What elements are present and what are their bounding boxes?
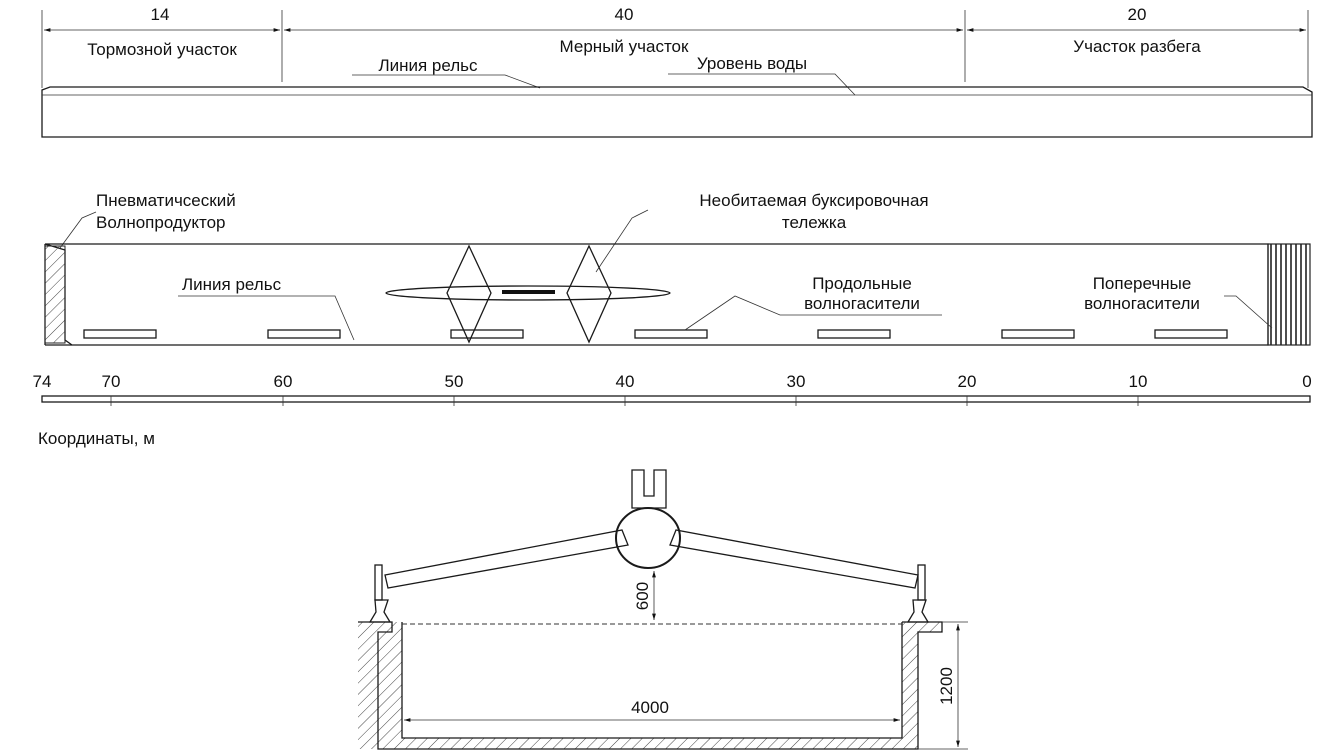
section-name-acceleration: Участок разбега: [1073, 37, 1201, 56]
scale-tick-label: 50: [445, 372, 464, 391]
scale-tick-label: 74: [33, 372, 52, 391]
width-dim-label: 4000: [631, 698, 669, 717]
scale-tick-label: 70: [102, 372, 121, 391]
scale-tick-label: 10: [1129, 372, 1148, 391]
scale-tick-label: 60: [274, 372, 293, 391]
basin-inner-contour: [401, 622, 903, 739]
section-name-measuring: Мерный участок: [560, 37, 689, 56]
wavemaker-label-line1: Пневматичсеский: [96, 191, 236, 210]
longitudinal-absorber: [817, 329, 891, 339]
section-length-acceleration: 20: [1128, 5, 1147, 24]
carriage-fork: [631, 469, 667, 509]
trans-absorbers-label-line2: волногасители: [1084, 294, 1200, 313]
long-absorbers-label-line2: волногасители: [804, 294, 920, 313]
top-view: 14 40 20 Тормозной участок Мерный участо…: [41, 5, 1313, 138]
scale-tick-label: 20: [958, 372, 977, 391]
rail-line-label-plan: Линия рельс: [182, 275, 282, 294]
water-level-label: Уровень воды: [697, 54, 807, 73]
trans-absorbers-label-line1: Поперечные: [1093, 274, 1192, 293]
scale-bar: [41, 395, 1311, 403]
towing-carriage: [385, 244, 671, 344]
plan-view: Пневматичсеский Волнопродуктор Необитаем…: [44, 191, 1311, 346]
right-wall-hatch: [902, 622, 942, 738]
left-wall-inner-hatch: [378, 622, 402, 738]
model-deck: [502, 290, 555, 294]
carriage-label-line1: Необитаемая буксировочная: [699, 191, 928, 210]
rail-line-label-top: Линия рельс: [378, 56, 478, 75]
right-rail-wheel: [906, 599, 930, 623]
long-absorbers-label-line1: Продольные: [812, 274, 912, 293]
coordinate-scale: 74 70 60 50 40 30 20 10 0 Координаты, м: [33, 372, 1312, 448]
cross-section: 600 4000 1200: [358, 469, 968, 750]
right-carriage-arm: [669, 529, 919, 589]
scale-tick-label: 0: [1302, 372, 1311, 391]
right-rail-post: [917, 564, 926, 601]
floor-hatch: [378, 738, 918, 749]
leader-line: [352, 74, 541, 89]
wavemaker-block: [44, 245, 66, 344]
scale-caption: Координаты, м: [38, 429, 155, 448]
towed-model-hull: [385, 285, 671, 301]
carriage-label-line2: тележка: [782, 213, 847, 232]
left-carriage-arm: [384, 529, 629, 589]
longitudinal-absorber: [1001, 329, 1075, 339]
wavemaker-label-line2: Волнопродуктор: [96, 213, 225, 232]
leader-line: [59, 211, 97, 249]
longitudinal-absorber: [1154, 329, 1228, 339]
leader-line: [178, 295, 355, 341]
longitudinal-absorber: [634, 329, 708, 339]
left-wall-hatch: [358, 622, 392, 749]
longitudinal-absorber: [450, 329, 524, 339]
basin-outer-contour: [358, 621, 943, 750]
longitudinal-absorber: [267, 329, 341, 339]
section-name-braking: Тормозной участок: [87, 40, 237, 59]
left-rail-wheel: [368, 599, 392, 623]
transverse-absorber-block: [1267, 243, 1311, 346]
basin-profile: [41, 86, 1313, 138]
clearance-dim-label: 600: [633, 582, 652, 610]
carriage-frame-right: [566, 244, 612, 344]
leader-line: [1224, 295, 1273, 329]
leader-line: [684, 295, 942, 331]
carriage-frame-left: [446, 244, 492, 344]
longitudinal-absorber: [83, 329, 157, 339]
leader-line: [668, 73, 856, 96]
depth-dim-label: 1200: [937, 667, 956, 705]
scale-tick-label: 40: [616, 372, 635, 391]
leader-line: [595, 209, 649, 273]
left-rail-post: [374, 564, 383, 601]
section-length-braking: 14: [151, 5, 170, 24]
section-length-measuring: 40: [615, 5, 634, 24]
scale-tick-label: 30: [787, 372, 806, 391]
